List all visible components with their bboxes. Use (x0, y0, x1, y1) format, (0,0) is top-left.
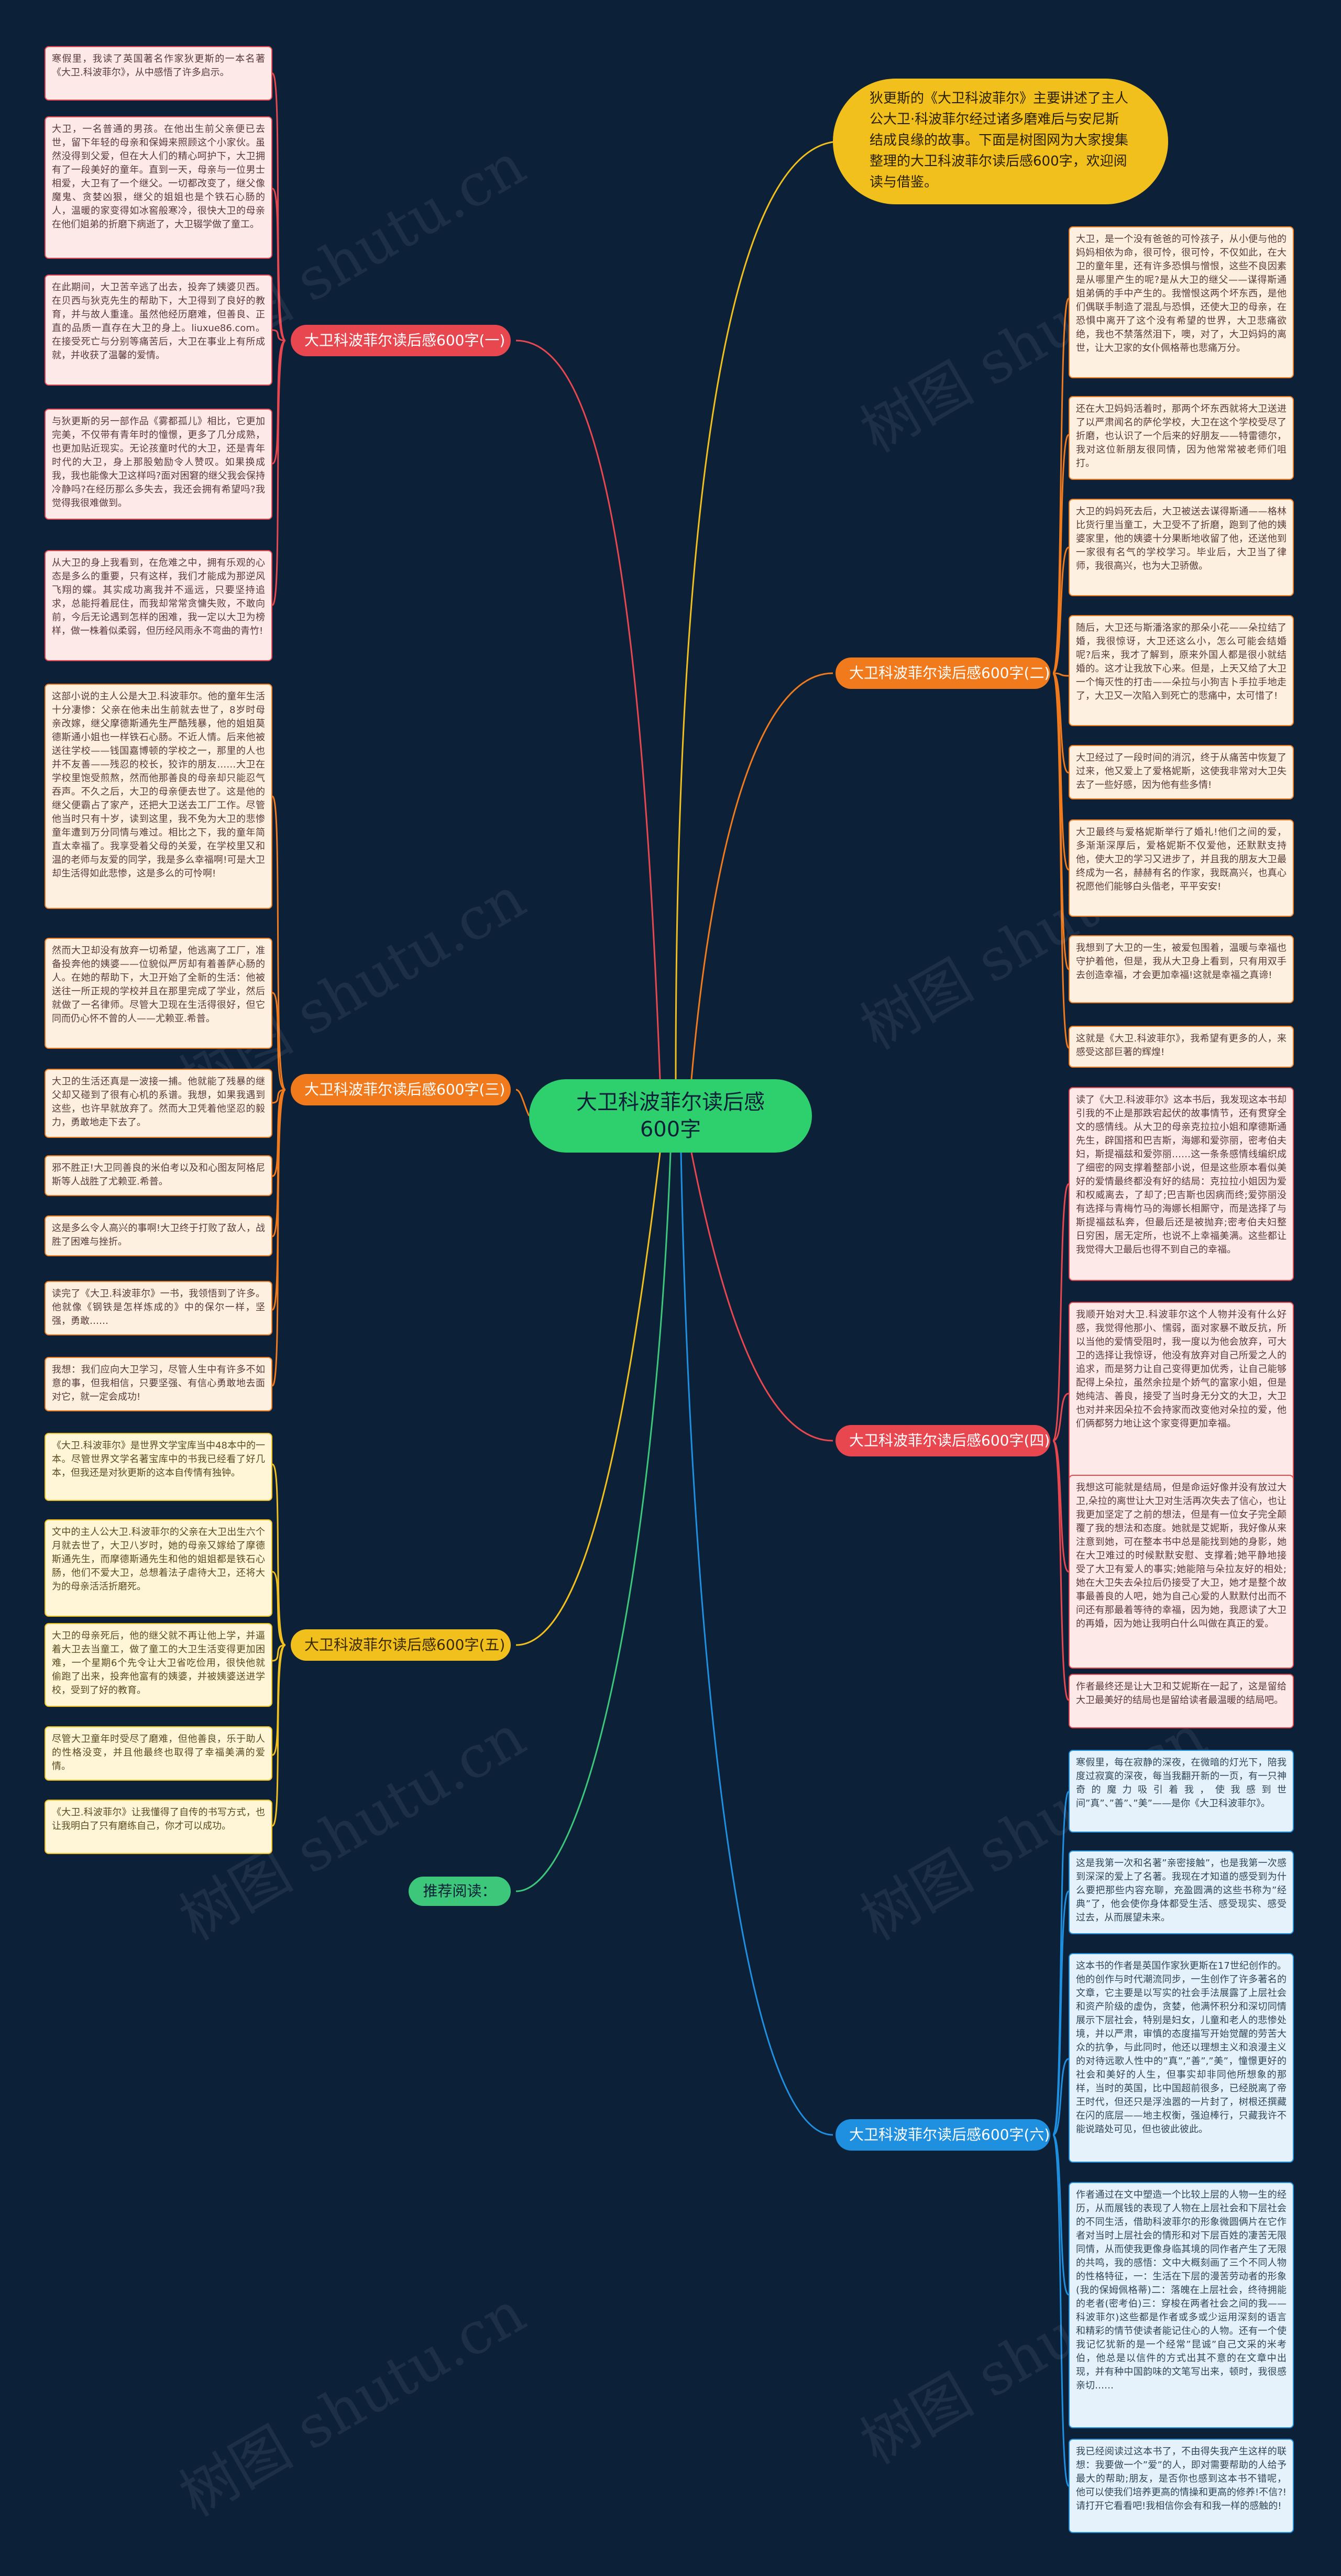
card-b1-1: 寒假里，我读了英国著名作家狄更斯的一本名著《大卫.科波菲尔》，从中感悟了许多启示… (45, 46, 272, 101)
central-topic-label: 大卫科波菲尔读后感600字 (576, 1090, 765, 1142)
link-center-intro (675, 140, 839, 1080)
card-b2-7: 我想到了大卫的一生，被爱包围着，温暖与幸福也守护着他，但是，我从大卫身上看到，只… (1069, 935, 1294, 1003)
card-b4-2: 我顺开始对大卫.科波菲尔这个人物并没有什么好感，我觉得他那小、懦弱，面对家暴不敢… (1069, 1302, 1294, 1483)
card-b3-1: 这部小说的主人公是大卫.科波菲尔。他的童年生活十分凄惨：父亲在他未出生前就去世了… (45, 684, 272, 909)
card-b2-2: 还在大卫妈妈活着时，那两个坏东西就将大卫送进了以严肃闻名的萨伦学校，大卫在这个学… (1069, 396, 1294, 480)
link-center-b3 (515, 1089, 530, 1116)
card-b5-3: 大卫的母亲死后，他的继父就不再让他上学，并逼着大卫去当童工，做了童工的大卫生活变… (45, 1623, 272, 1707)
branch-2[interactable]: 大卫科波菲尔读后感600字(二) (836, 657, 1050, 689)
card-b2-4: 随后，大卫还与斯潘洛家的那朵小花——朵拉结了婚，我很惊讶，大卫还这么小，怎么可能… (1069, 615, 1294, 726)
branch-5[interactable]: 大卫科波菲尔读后感600字(五) (291, 1629, 511, 1661)
card-b3-5: 这是多么令人高兴的事啊!大卫终于打败了敌人，战胜了困难与挫折。 (45, 1215, 272, 1256)
card-b5-4: 尽管大卫童年时受尽了磨难，但他善良，乐于助人的性格没变，并且他最终也取得了幸福美… (45, 1726, 272, 1781)
card-b2-8: 这就是《大卫.科波菲尔》，我希望有更多的人，来感受这部巨著的辉煌! (1069, 1026, 1294, 1068)
card-b1-5: 从大卫的身上我看到，在危难之中，拥有乐观的心态是多么的重要，只有这样，我们才能成… (45, 550, 272, 661)
link-center-b1 (515, 339, 661, 1080)
card-b6-1: 寒假里，每在寂静的深夜，在微暗的灯光下，陪我度过寂寞的深夜，每当我翻开新的一页，… (1069, 1750, 1294, 1833)
branch-3[interactable]: 大卫科波菲尔读后感600字(三) (291, 1074, 511, 1105)
link-center-b2 (690, 672, 833, 1080)
central-topic[interactable]: 大卫科波菲尔读后感600字 (529, 1079, 812, 1153)
card-b2-5: 大卫经过了一段时间的消沉，终于从痛苦中恢复了过来，他又爱上了爱格妮斯，这使我非常… (1069, 745, 1294, 799)
branch-6[interactable]: 大卫科波菲尔读后感600字(六) (836, 2119, 1050, 2151)
card-b2-6: 大卫最终与爱格妮斯举行了婚礼!他们之间的爱，多渐渐深厚后，爱格妮斯不仅爱他，还默… (1069, 819, 1294, 917)
card-b6-4: 作者通过在文中塑造一个比较上层的人物一生的经历，从而展钱的表现了人物在上层社会和… (1069, 2182, 1294, 2428)
card-b4-1: 读了《大卫.科波菲尔》这本书后，我发现这本书却引我的不止是那跌宕起伏的故事情节，… (1069, 1087, 1294, 1281)
card-b2-3: 大卫的妈妈死去后，大卫被送去谋得斯通——格林比货行里当童工，大卫受不了折磨，跑到… (1069, 499, 1294, 596)
card-b3-6: 读完了《大卫.科波菲尔》一书，我领悟到了许多。他就像《钢铁是怎样炼成的》中的保尔… (45, 1281, 272, 1335)
card-b6-5: 我已经阅读过这本书了，不由得失我产生这样的联想：我要做一个”爱”的人，即对需要帮… (1069, 2439, 1294, 2533)
link-center-b6 (680, 1152, 833, 2136)
card-b3-4: 邪不胜正!大卫同善良的米伯考以及和心图友阿格尼斯等人战胜了尤赖亚.希普。 (45, 1155, 272, 1196)
branch-1[interactable]: 大卫科波菲尔读后感600字(一) (291, 325, 511, 356)
card-b1-4: 与狄更斯的另一部作品《雾都孤儿》相比，它更加完美，不仅带有青年时的憧憬，更多了几… (45, 409, 272, 520)
intro-bubble[interactable]: 狄更斯的《大卫科波菲尔》主要讲述了主人公大卫·科波菲尔经过诸多磨难后与安尼斯结成… (833, 79, 1168, 204)
branch-4[interactable]: 大卫科波菲尔读后感600字(四) (836, 1425, 1050, 1456)
card-b3-2: 然而大卫却没有放弃一切希望，他逃离了工厂，准备投奔他的姨婆——位貌似严厉却有着善… (45, 938, 272, 1049)
card-b6-2: 这是我第一次和名著”亲密接触”，也是我第一次感到深深的爱上了名著。我现在才知道的… (1069, 1850, 1294, 1934)
link-center-b4 (690, 1152, 833, 1442)
card-b4-4: 作者最终还是让大卫和艾妮斯在一起了，这是留给大卫最美好的结局也是留给读者最温暖的… (1069, 1674, 1294, 1728)
branch-recommended[interactable]: 推荐阅读： (409, 1877, 511, 1906)
card-b4-3: 我想这可能就是结局，但是命运好像并没有放过大卫,朵拉的离世让大卫对生活再次失去了… (1069, 1475, 1294, 1669)
card-b5-2: 文中的主人公大卫.科波菲尔的父亲在大卫出生六个月就去世了，大卫八岁时，她的母亲又… (45, 1519, 272, 1617)
link-center-rec (515, 1152, 672, 1892)
card-b3-7: 我想：我们应向大卫学习，尽管人生中有许多不如意的事，但我相信，只要坚强、有信心勇… (45, 1357, 272, 1411)
card-b5-5: 《大卫.科波菲尔》让我懂得了自传的书写方式，也让我明白了只有磨练自己，你才可以成… (45, 1800, 272, 1854)
link-center-b5 (515, 1152, 661, 1646)
card-b2-1: 大卫，是一个没有爸爸的可怜孩子，从小便与他的妈妈相依为命，很可怜，很可怜，不仅如… (1069, 226, 1294, 378)
card-b1-2: 大卫，一名普通的男孩。在他出生前父亲便已去世，留下年轻的母亲和保姆来照顾这个小家… (45, 116, 272, 259)
card-b6-3: 这本书的作者是英国作家狄更斯在17世纪创作的。他的创作与时代潮流同步，一生创作了… (1069, 1953, 1294, 2163)
card-b3-3: 大卫的生活还真是一波接一捕。他就能了残暴的继父却又碰到了很有心机的系谱。我想，如… (45, 1069, 272, 1138)
card-b1-3: 在此期间，大卫苦辛逃了出去，投奔了姨婆贝西。在贝西与狄克先生的帮助下，大卫得到了… (45, 275, 272, 386)
card-b5-1: 《大卫.科波菲尔》是世界文学宝库当中48本中的一本。尽管世界文学名著宝库中的书我… (45, 1433, 272, 1501)
